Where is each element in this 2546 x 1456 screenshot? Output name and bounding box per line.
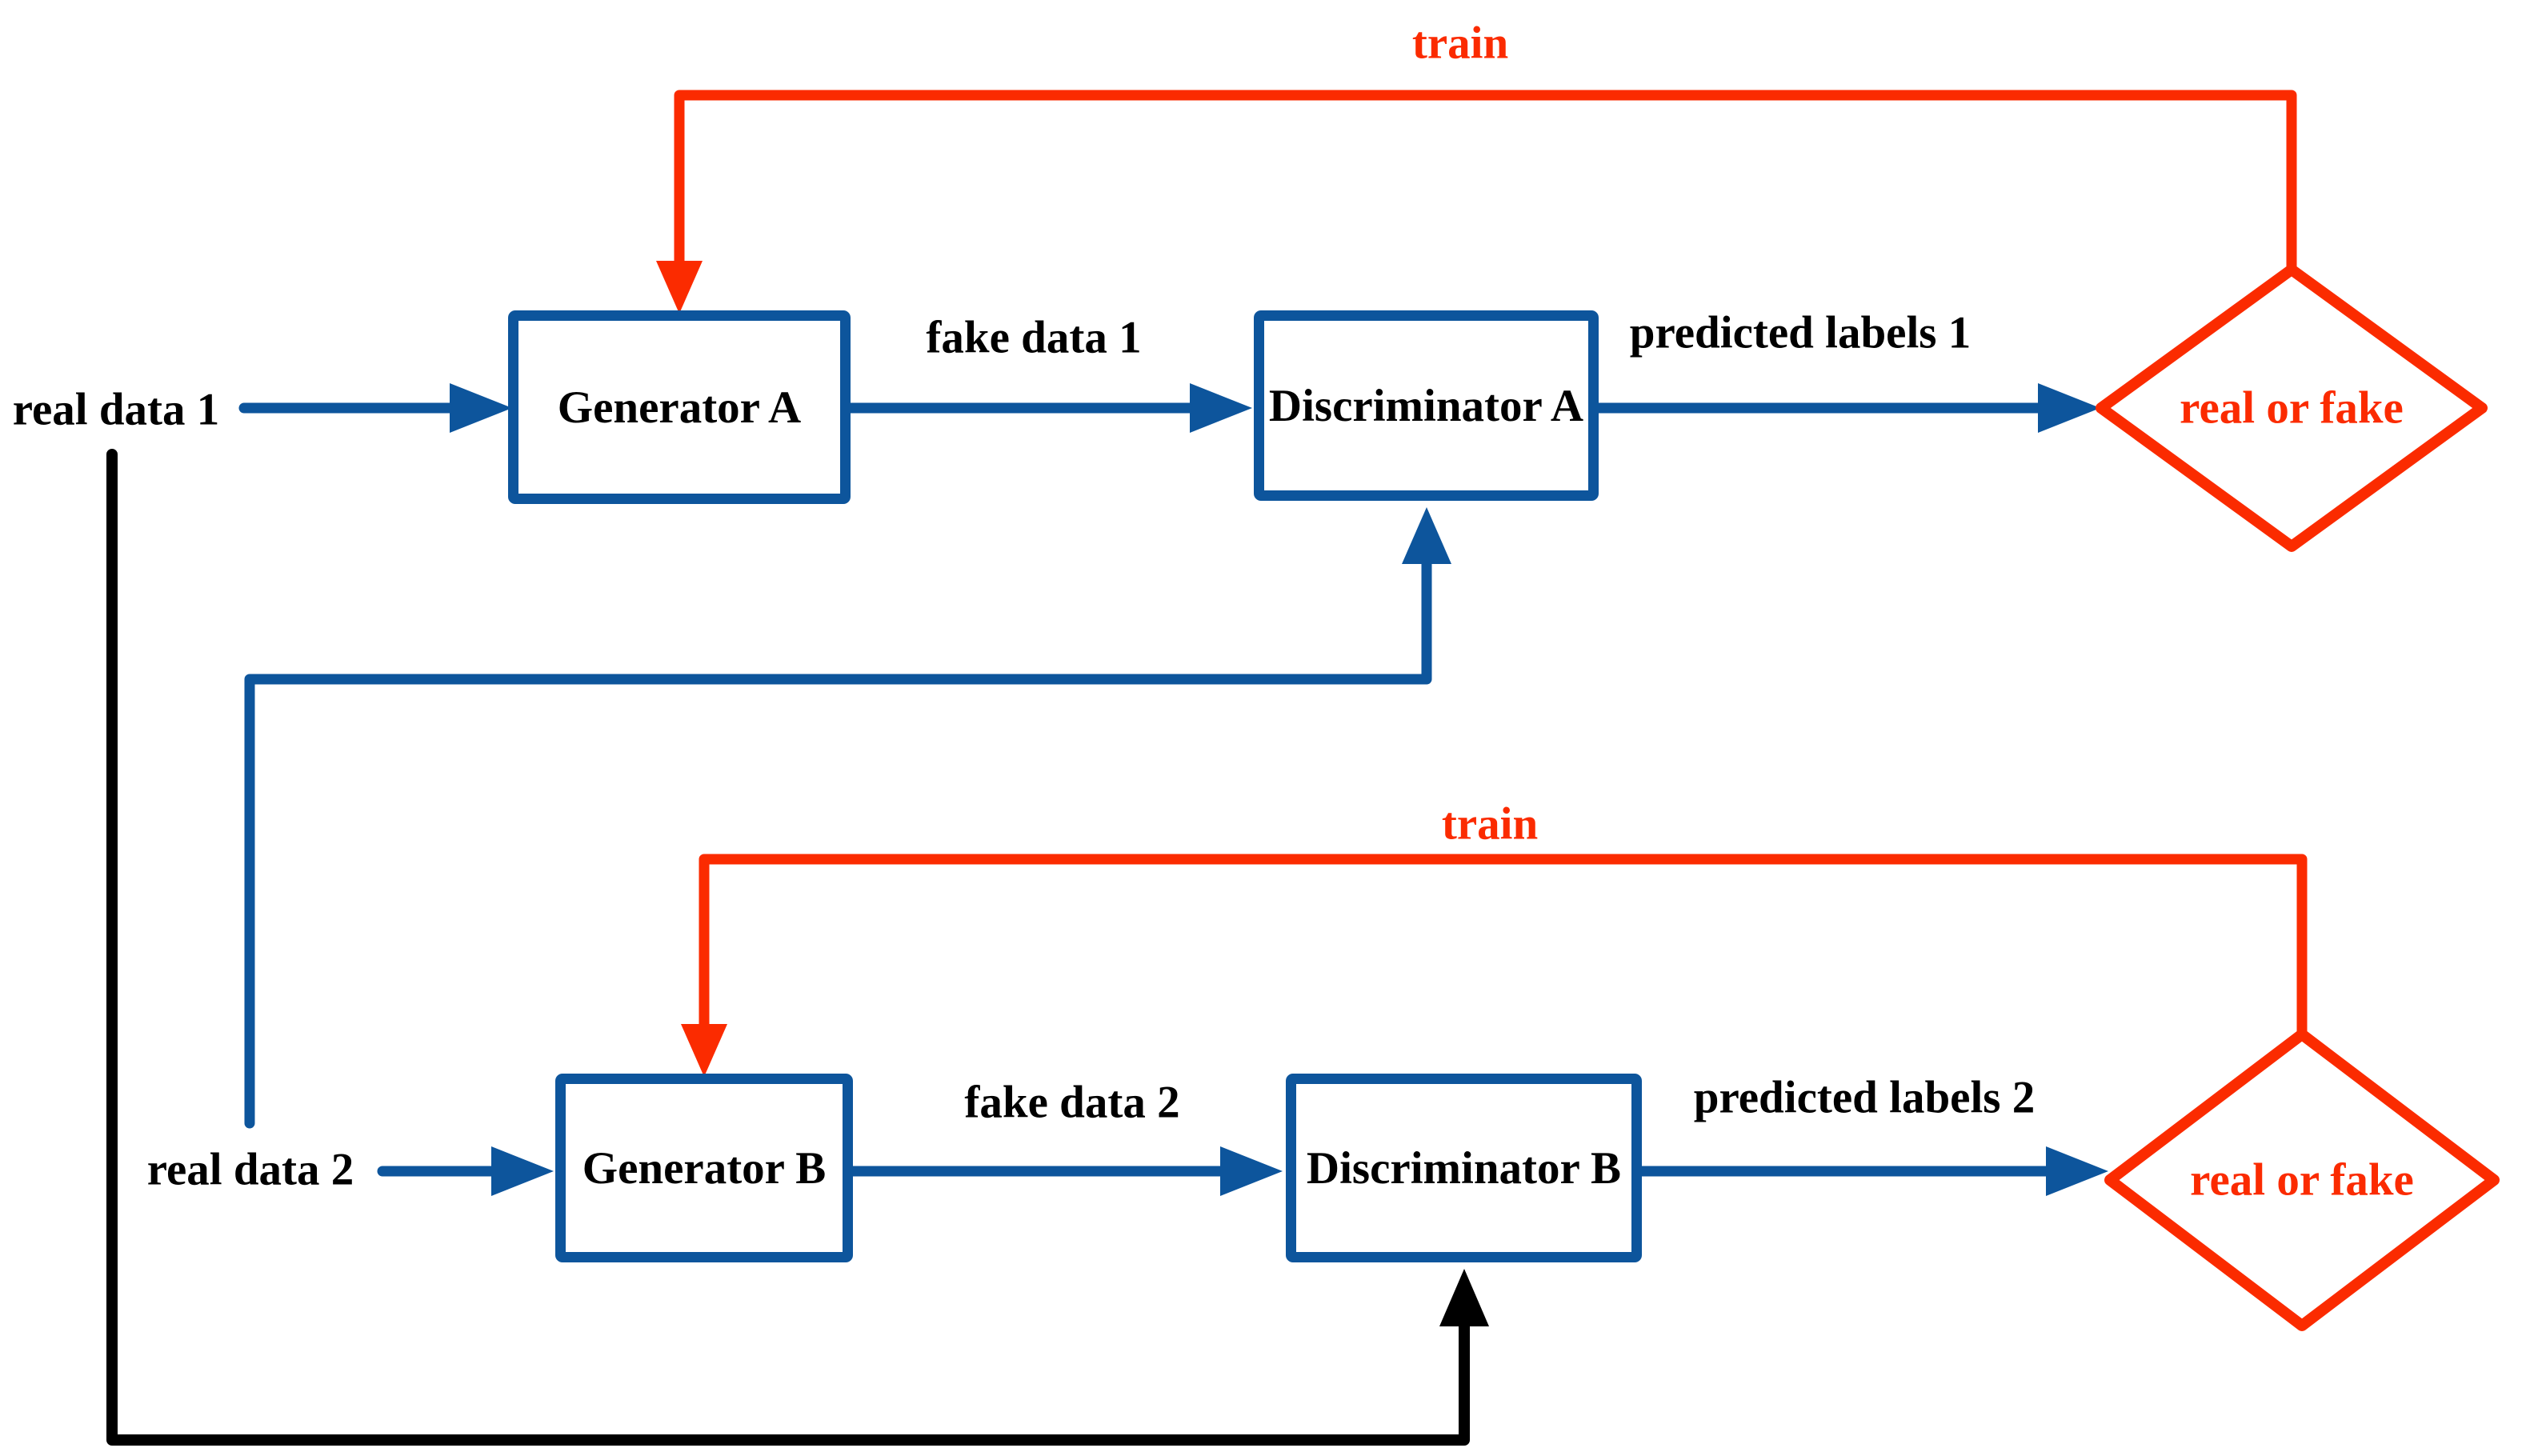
arrowhead-real-data-2-to-generator-b [491, 1146, 554, 1196]
fake-data-2-label: fake data 2 [964, 1077, 1180, 1128]
real-or-fake-b-label: real or fake [2190, 1154, 2414, 1206]
generator-a-box: Generator A [508, 310, 851, 504]
arrowhead-generator-a-to-discriminator-a [1190, 383, 1252, 433]
discriminator-b-label: Discriminator B [1306, 1142, 1622, 1194]
arrowhead-train-a [656, 261, 703, 314]
generator-a-label: Generator A [557, 382, 802, 433]
arrowhead-discriminator-b-to-decision-b [2046, 1146, 2108, 1196]
decision-diamond-a [2096, 264, 2488, 552]
real-data-1-label: real data 1 [12, 384, 220, 435]
train-b-label: train [1441, 798, 1539, 850]
arrowhead-real-data-1-to-generator-a [450, 383, 512, 433]
decision-diamond-b [2104, 1029, 2500, 1331]
fake-data-1-label: fake data 1 [926, 312, 1142, 363]
wire-real-data-1-to-discriminator-b [106, 449, 1470, 1446]
generator-b-box: Generator B [555, 1074, 853, 1262]
train-a-label: train [1411, 18, 1509, 69]
arrowhead-real-data-1-to-discriminator-b [1439, 1269, 1489, 1326]
arrowhead-train-b [681, 1024, 727, 1077]
real-or-fake-a-label: real or fake [2180, 382, 2404, 434]
arrowhead-real-data-2-to-discriminator-a [1402, 507, 1451, 564]
arrowhead-discriminator-a-to-decision-a [2038, 383, 2100, 433]
generator-b-label: Generator B [582, 1142, 827, 1194]
wire-real-data-2-to-discriminator-a [244, 558, 1432, 1129]
discriminator-a-box: Discriminator A [1254, 310, 1599, 501]
predicted-labels-1-label: predicted labels 1 [1629, 307, 1972, 358]
predicted-labels-2-label: predicted labels 2 [1693, 1072, 2036, 1123]
discriminator-b-box: Discriminator B [1286, 1074, 1642, 1262]
wire-train-a [674, 90, 2297, 278]
wire-train-b [699, 854, 2308, 1044]
arrowhead-generator-b-to-discriminator-b [1220, 1146, 1283, 1196]
discriminator-a-label: Discriminator A [1268, 380, 1584, 431]
real-data-2-label: real data 2 [146, 1144, 354, 1195]
